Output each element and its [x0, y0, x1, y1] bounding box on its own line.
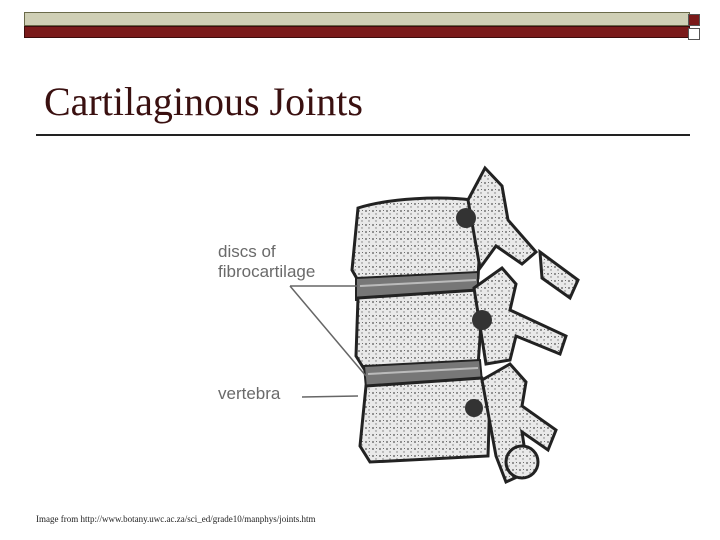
- title-divider: [36, 134, 690, 136]
- vertebra-middle: [354, 248, 580, 374]
- label-discs-line1: discs of: [218, 242, 276, 261]
- corner-square-outline-icon: [688, 28, 700, 40]
- spine-diagram: discs of fibrocartilage vertebra: [210, 160, 590, 500]
- vertebra-bottom: [358, 362, 558, 485]
- image-source-caption: Image from http://www.botany.uwc.ac.za/s…: [36, 514, 316, 524]
- vertebrae-illustration: [289, 165, 580, 485]
- vertebra-top: [350, 165, 539, 286]
- header-accent-bar: [24, 26, 690, 38]
- label-leader-lines: [289, 285, 367, 398]
- label-discs-line2: fibrocartilage: [218, 262, 316, 281]
- header-bar: [24, 12, 690, 26]
- slide-title: Cartilaginous Joints: [44, 79, 363, 124]
- label-discs-of-fibrocartilage: discs of fibrocartilage: [218, 242, 315, 282]
- corner-square-icon: [688, 14, 700, 26]
- label-vertebra: vertebra: [218, 384, 281, 403]
